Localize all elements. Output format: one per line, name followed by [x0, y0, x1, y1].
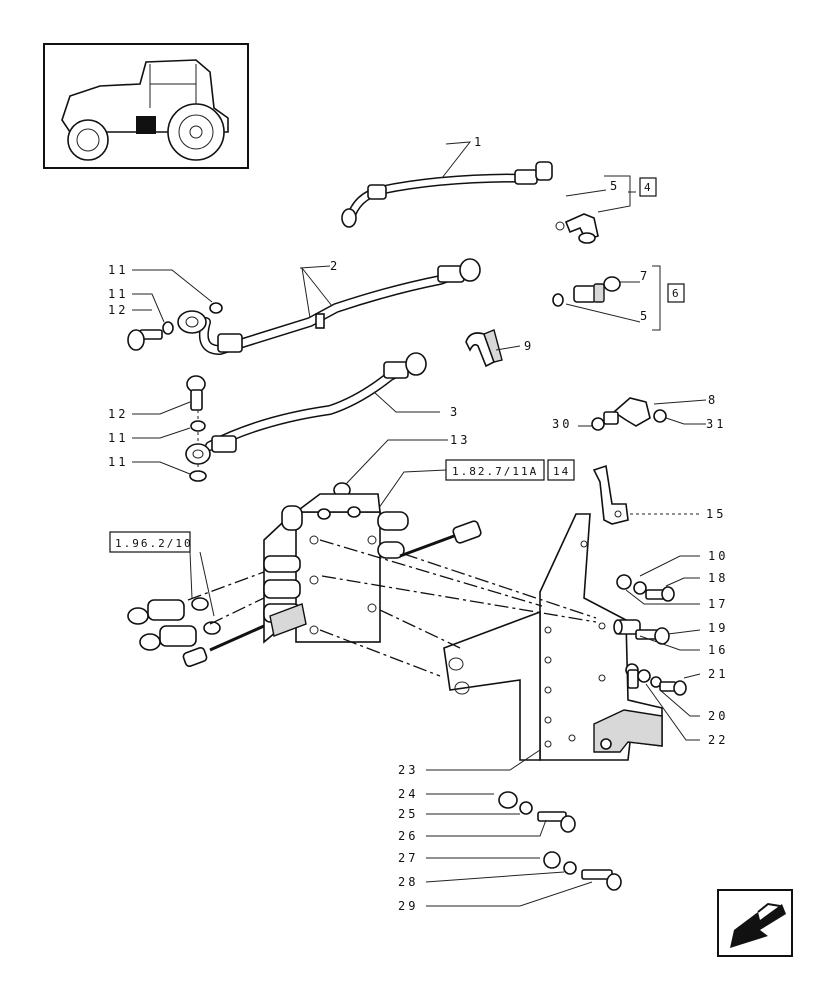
return-arrow-icon[interactable]: [717, 889, 793, 957]
washer-10: [633, 581, 647, 595]
washer-11d: [189, 470, 207, 482]
callout-30: 30: [552, 417, 572, 431]
bolt-29: [581, 869, 622, 891]
mounting-plate-23: [443, 513, 663, 761]
clip-9: [465, 329, 503, 368]
electrical-connectors: [182, 520, 482, 668]
bolt-21: [625, 663, 639, 689]
ref-valve[interactable]: 1.82.7/11A: [452, 465, 538, 478]
callout-7: 7: [640, 269, 650, 283]
washer-22: [637, 669, 651, 683]
callout-5a: 5: [610, 179, 620, 193]
callout-10: 10: [708, 549, 728, 563]
ref-6[interactable]: 6: [672, 287, 681, 300]
adapter-7: [552, 276, 621, 307]
elbow-8: [591, 397, 667, 431]
ref-coupler-box[interactable]: [109, 531, 191, 553]
control-valve-block: [263, 493, 409, 644]
ref-valve-box[interactable]: [445, 459, 545, 481]
washer-17: [616, 574, 632, 590]
callout-17: 17: [708, 597, 728, 611]
elbow-fitting-5: [555, 213, 599, 244]
callout-27: 27: [398, 851, 418, 865]
ref-valve-num[interactable]: 14: [553, 465, 570, 478]
bolt-18: [645, 586, 675, 602]
ref-coupler[interactable]: 1.96.2/10: [115, 537, 193, 550]
washer-11c: [190, 420, 206, 432]
washer-24: [498, 791, 518, 809]
spacer-16: [613, 619, 641, 635]
ref-valve-num-box[interactable]: [547, 459, 575, 481]
ref-4[interactable]: 4: [644, 181, 653, 194]
callout-8: 8: [708, 393, 718, 407]
hose-1: [341, 161, 553, 228]
callout-11c: 11: [108, 431, 128, 445]
callout-23: 23: [398, 763, 418, 777]
washer-27: [543, 851, 561, 869]
callout-31: 31: [706, 417, 726, 431]
callout-12a: 12: [108, 303, 128, 317]
washer-11b: [162, 321, 174, 335]
ref-4-box[interactable]: [639, 177, 657, 197]
callout-2: 2: [330, 259, 340, 273]
callout-19: 19: [708, 621, 728, 635]
callout-18: 18: [708, 571, 728, 585]
tractor-thumbnail-icon: [43, 43, 249, 169]
callout-16: 16: [708, 643, 728, 657]
bracket-15: [592, 464, 629, 525]
washer-25: [519, 801, 533, 815]
callout-20: 20: [708, 709, 728, 723]
washer-28: [563, 861, 577, 875]
callout-15: 15: [706, 507, 726, 521]
quick-couplers: [127, 597, 221, 651]
callout-29: 29: [398, 899, 418, 913]
callout-11a: 11: [108, 263, 128, 277]
callout-22: 22: [708, 733, 728, 747]
callout-26: 26: [398, 829, 418, 843]
bolt-12a: [127, 329, 163, 351]
hose-2: [177, 258, 481, 356]
callout-21: 21: [708, 667, 728, 681]
callout-3: 3: [450, 405, 460, 419]
callout-9: 9: [524, 339, 534, 353]
callout-11b: 11: [108, 287, 128, 301]
bolt-19: [635, 627, 670, 645]
bolt-21b: [659, 680, 687, 696]
callout-5b: 5: [640, 309, 650, 323]
callout-13: 13: [450, 433, 470, 447]
callout-25: 25: [398, 807, 418, 821]
hose-3: [185, 352, 427, 465]
callout-1: 1: [474, 135, 484, 149]
callout-12b: 12: [108, 407, 128, 421]
bolt-26: [537, 811, 576, 833]
callout-11d: 11: [108, 455, 128, 469]
callout-28: 28: [398, 875, 418, 889]
ref-6-box[interactable]: [667, 283, 685, 303]
washer-11a: [209, 302, 223, 314]
callout-24: 24: [398, 787, 418, 801]
bolt-12b: [186, 375, 206, 411]
